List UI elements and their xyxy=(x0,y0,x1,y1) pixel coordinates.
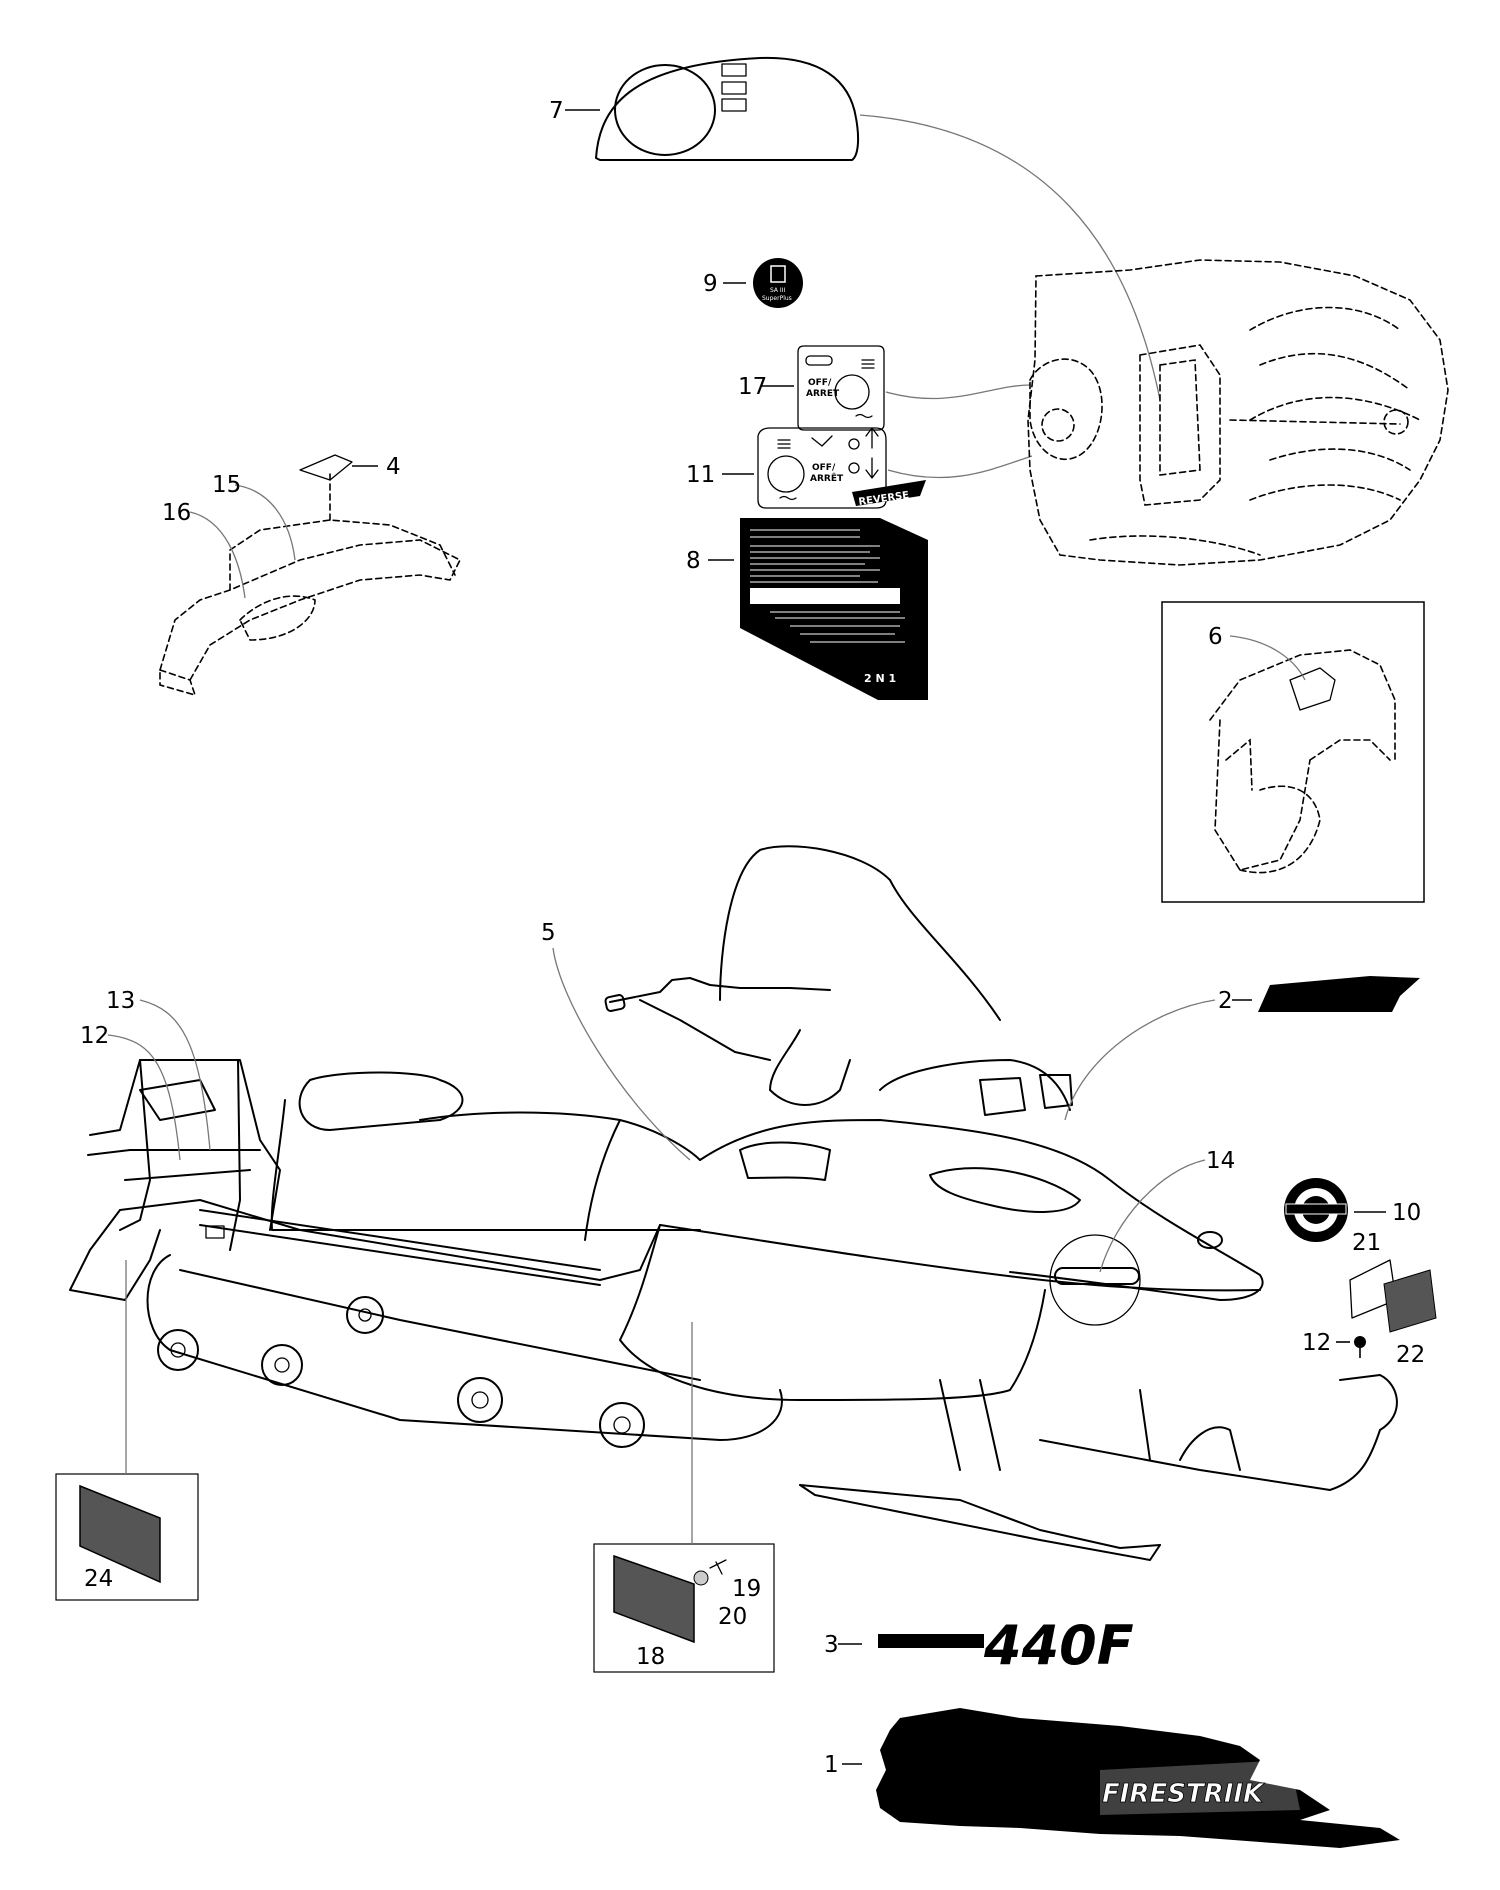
callout-7: 7 xyxy=(549,98,564,124)
off-arret-11-line1: OFF/ xyxy=(812,463,836,473)
off-arret-17-line1: OFF/ xyxy=(808,378,832,388)
callout-22: 22 xyxy=(1396,1342,1425,1368)
callout-21: 21 xyxy=(1352,1230,1381,1256)
fuel-label-line1: SA III xyxy=(770,287,785,294)
part-8-instruction-label: 2 N 1 8 xyxy=(686,518,928,700)
part-24-inset: 24 xyxy=(55,1260,199,1601)
off-arret-11-line2: ARRÊT xyxy=(810,472,844,484)
part-2-decal: 2 xyxy=(1218,976,1420,1014)
callout-13: 13 xyxy=(106,988,135,1014)
snowmobile-illustration: 5 13 12 14 xyxy=(69,845,1398,1561)
callout-5: 5 xyxy=(541,920,556,946)
model-text-3: 440F xyxy=(983,1614,1134,1677)
part-6-inset: 6 xyxy=(1161,601,1425,903)
rear-rack-dashed-view: 4 15 16 xyxy=(159,454,462,697)
part-1-side-decal: FIRESTRIIK 1 xyxy=(824,1708,1400,1848)
callout-14: 14 xyxy=(1206,1148,1235,1174)
part-10-gear-emblem: 10 xyxy=(1284,1178,1421,1242)
callout-24: 24 xyxy=(84,1566,113,1592)
callout-11: 11 xyxy=(686,462,715,488)
callout-8: 8 xyxy=(686,548,701,574)
callout-3: 3 xyxy=(824,1632,839,1658)
wordmark-1: FIRESTRIIK xyxy=(1102,1779,1265,1809)
part-7-dash-decal: 7 xyxy=(549,56,1161,401)
callout-19: 19 xyxy=(732,1576,761,1602)
callout-12-front: 12 xyxy=(1302,1330,1331,1356)
part-11-off-arret-reverse-decal: OFF/ ARRÊT REVERSE 11 xyxy=(686,427,1033,509)
part-3-model-decal: 440F 3 xyxy=(824,1614,1134,1677)
fuel-label-line2: SuperPlus xyxy=(762,295,792,302)
off-arret-17-line2: ARRET xyxy=(806,389,840,399)
callout-4: 4 xyxy=(386,454,401,480)
callout-17: 17 xyxy=(738,374,767,400)
callout-12-rear: 12 xyxy=(80,1023,109,1049)
part-18-19-20-inset: 19 20 18 xyxy=(593,1322,775,1673)
part-9-fuel-decal: SA III SuperPlus 9 xyxy=(703,258,803,308)
callout-6: 6 xyxy=(1208,624,1223,650)
callout-20: 20 xyxy=(718,1604,747,1630)
callout-18: 18 xyxy=(636,1644,665,1670)
callout-15: 15 xyxy=(212,472,241,498)
callout-10: 10 xyxy=(1392,1200,1421,1226)
part-21-22-12-reflector: 21 22 12 xyxy=(1302,1230,1437,1368)
callout-2: 2 xyxy=(1218,988,1233,1014)
callout-16: 16 xyxy=(162,500,191,526)
callout-9: 9 xyxy=(703,271,718,297)
part-17-off-arret-decal: OFF/ ARRET 17 xyxy=(738,345,1031,431)
hood-console-dashed-view xyxy=(1027,259,1449,566)
gear-indicator: 2 N 1 xyxy=(864,672,896,685)
callout-1: 1 xyxy=(824,1752,839,1778)
